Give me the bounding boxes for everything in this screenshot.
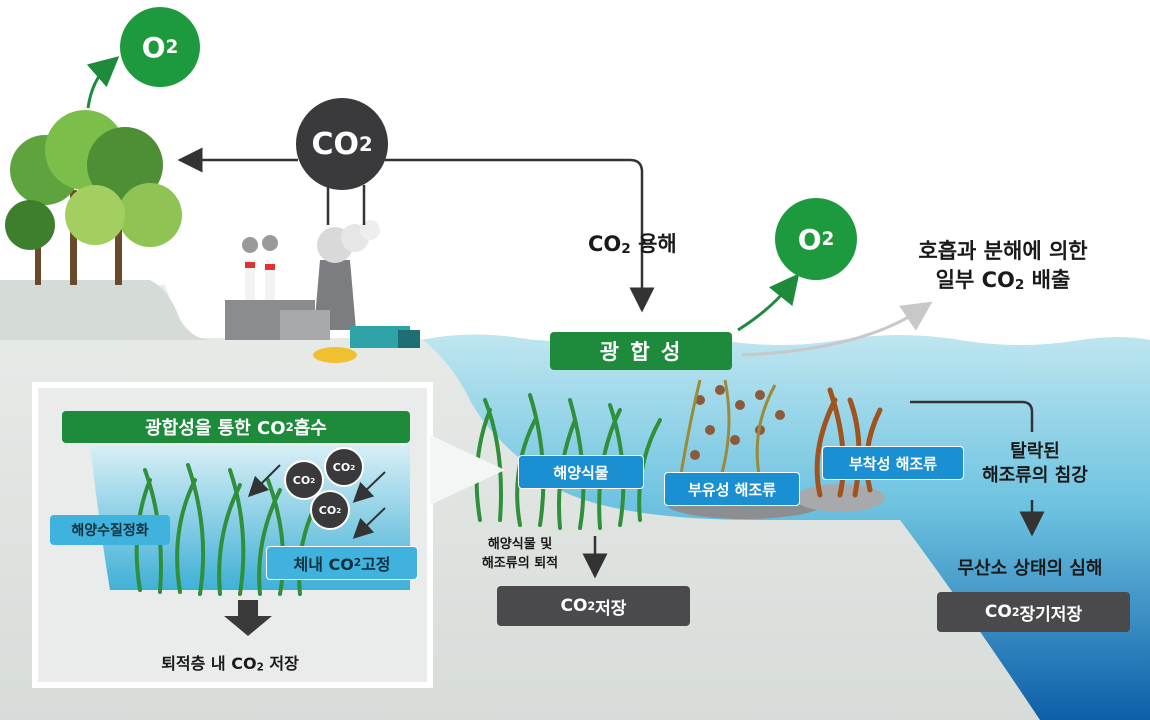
release-label: 호흡과 분해에 의한 일부 CO2 배출: [918, 239, 1088, 294]
anoxic-deep-sea-label: 무산소 상태의 심해: [957, 558, 1103, 579]
hill: [0, 280, 210, 340]
inset-pointer: [430, 435, 505, 505]
attached-algae-tag: 부착성 해조류: [822, 446, 964, 480]
arrow-photosynthesis-to-o2: [737, 273, 800, 332]
co2-dissolve-label: CO2 용해: [588, 232, 677, 258]
seagrass-tag: 해양식물: [518, 455, 644, 489]
deposition-label: 해양식물 및 해조류의 퇴적: [481, 537, 559, 571]
arrow-sinking: [910, 400, 1034, 432]
sediment-storage-label: 퇴적층 내 CO2 저장: [161, 654, 299, 674]
inset-down-arrow: [224, 600, 272, 636]
floating-algae-tag: 부유성 해조류: [664, 472, 800, 506]
tree-icon: [5, 110, 182, 285]
arrow-release: [741, 301, 933, 357]
sinking-label: 탈락된 해조류의 침강: [982, 441, 1088, 486]
o2-label: O: [797, 222, 822, 256]
co2-label: CO: [311, 126, 359, 162]
factory-icon: [225, 220, 420, 363]
o2-label: O: [141, 30, 166, 64]
water-purification-tag: 해양수질정화: [50, 515, 170, 545]
arrow-trees-to-o2: [86, 56, 120, 109]
photosynthesis-banner: 광 합 성: [550, 332, 732, 370]
arrow-co2-to-sea: [385, 158, 655, 313]
